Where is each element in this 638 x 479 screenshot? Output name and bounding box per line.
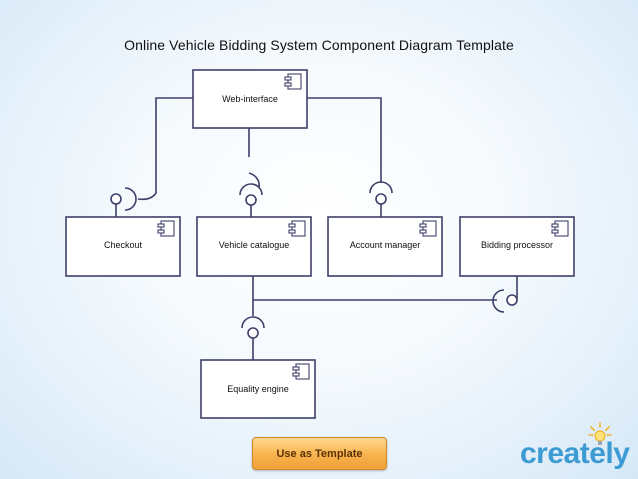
- component-label-vehicle-catalogue: Vehicle catalogue: [219, 240, 290, 250]
- connector-web-checkout: [137, 97, 193, 201]
- lightbulb-icon: [588, 422, 612, 445]
- component-label-web-interface: Web-interface: [222, 94, 278, 104]
- component-web-interface[interactable]: Web-interface: [192, 69, 308, 129]
- component-vehicle-catalogue[interactable]: Vehicle catalogue: [196, 216, 312, 277]
- component-icon: [292, 363, 310, 380]
- interface-vehicle-catalogue: [239, 183, 263, 217]
- component-checkout[interactable]: Checkout: [65, 216, 181, 277]
- use-as-template-button[interactable]: Use as Template: [252, 437, 387, 470]
- diagram-title: Online Vehicle Bidding System Component …: [124, 37, 514, 53]
- interface-checkout: [110, 187, 137, 217]
- component-equality-engine[interactable]: Equality engine: [200, 359, 316, 419]
- component-bidding-processor[interactable]: Bidding processor: [459, 216, 575, 277]
- component-icon: [551, 220, 569, 237]
- component-icon: [284, 73, 302, 90]
- component-account-manager[interactable]: Account manager: [327, 216, 443, 277]
- component-label-bidding-processor: Bidding processor: [481, 240, 553, 250]
- component-label-equality-engine: Equality engine: [227, 384, 289, 394]
- component-label-checkout: Checkout: [104, 240, 143, 250]
- interface-account-manager: [369, 181, 393, 217]
- connector-web-account: [307, 97, 382, 183]
- component-icon: [288, 220, 306, 237]
- component-icon: [419, 220, 437, 237]
- component-icon: [157, 220, 175, 237]
- component-label-account-manager: Account manager: [350, 240, 421, 250]
- interface-bidding-processor: [492, 276, 518, 313]
- creately-logo: creately: [520, 437, 630, 470]
- interface-equality-engine: [241, 316, 265, 360]
- connector-web-catalogue: [248, 128, 260, 188]
